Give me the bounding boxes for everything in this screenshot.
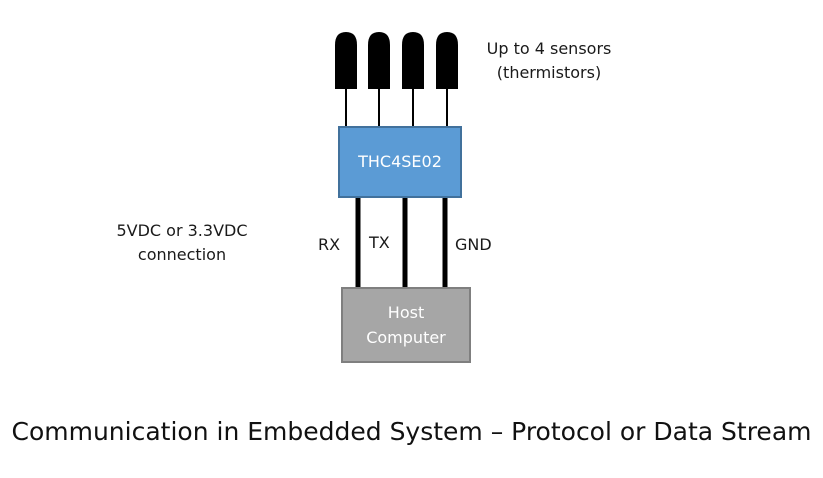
thermistor-probe-icon: [368, 32, 390, 127]
module-label: THC4SE02: [358, 152, 442, 171]
thc4se02-module: THC4SE02: [338, 126, 462, 198]
gnd-label: GND: [455, 235, 492, 254]
sensor-note: Up to 4 sensors (thermistors): [480, 37, 618, 85]
thermistor-probe-icon: [335, 32, 357, 127]
host-label-line1: Host: [387, 303, 425, 322]
rx-label: RX: [318, 235, 341, 254]
power-note-line1: 5VDC or 3.3VDC: [116, 221, 248, 240]
tx-label: TX: [369, 233, 390, 252]
host-computer: Host Computer: [341, 287, 471, 363]
power-note-line2: connection: [137, 245, 227, 264]
sensor-note-line1: Up to 4 sensors: [486, 39, 612, 58]
thermistor-probe-icon: [436, 32, 458, 127]
thermistor-probe-icon: [402, 32, 424, 127]
diagram-caption: Communication in Embedded System – Proto…: [11, 417, 812, 446]
thermistor-sensors: [335, 32, 458, 127]
communication-wires: [355, 198, 448, 288]
sensor-note-line2: (thermistors): [496, 63, 602, 82]
host-label-line2: Computer: [366, 328, 446, 347]
power-note: 5VDC or 3.3VDC connection: [104, 219, 260, 267]
